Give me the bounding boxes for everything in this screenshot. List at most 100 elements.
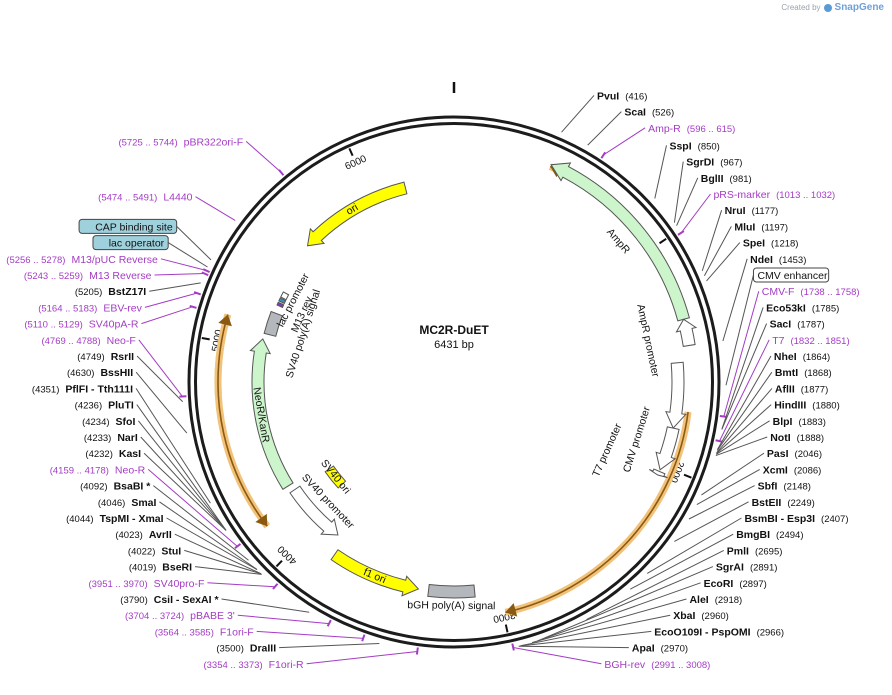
site-name: F1ori-R (269, 659, 304, 671)
site-label-hindiii: HindIII(1880) (774, 400, 840, 412)
leader-line (137, 405, 226, 530)
site-coord: (4630) (67, 368, 94, 379)
site-coord: (596 .. 615) (687, 124, 736, 135)
site-coord: (4236) (75, 401, 102, 412)
site-name: BGH-rev (604, 659, 646, 671)
site-coord: (2960) (701, 611, 728, 622)
site-coord: (2891) (750, 563, 777, 574)
site-coord: (1888) (797, 433, 824, 444)
site-label-noti: NotI (1888) (770, 432, 824, 444)
site-label-bsabi: (4092)BsaBI * (80, 481, 151, 493)
feature-label: bGH poly(A) signal (407, 599, 495, 612)
site-label-m13-puc-reverse: (5256 .. 5278)M13/pUC Reverse (6, 254, 158, 266)
site-coord: (2695) (755, 546, 782, 557)
site-coord: (1868) (804, 368, 831, 379)
site-name: AflII (775, 383, 795, 395)
feature-label: NeoR/KanR (250, 386, 271, 444)
site-coord: (1218) (771, 239, 798, 250)
scale-ticks: 100020003000400050006000 (202, 148, 692, 632)
site-name: KasI (119, 448, 141, 460)
site-name: ApaI (632, 643, 655, 655)
site-label-bstz17i: (5205)BstZ17I (75, 286, 146, 298)
site-coord: (4044) (66, 514, 93, 525)
leader-line (168, 243, 207, 267)
site-name: NdeI (750, 254, 773, 266)
tick-label: 6000 (344, 153, 369, 172)
site-coord: (1453) (779, 255, 806, 266)
site-label-bglii: BglII(981) (701, 173, 752, 185)
site-name: BssHII (100, 367, 133, 379)
leader-line (701, 453, 763, 495)
site-name: SacI (770, 319, 792, 331)
site-label-sfoi: (4234)SfoI (82, 416, 135, 428)
site-name: SspI (669, 140, 691, 152)
site-name: M13/pUC Reverse (71, 254, 158, 266)
site-label-pvui: PvuI(416) (597, 90, 647, 102)
site-coord: (1787) (797, 320, 824, 331)
site-name: BlpI (773, 416, 793, 428)
site-label-bmti: BmtI(1868) (775, 367, 832, 379)
map-center: MC2R-DuET 6431 bp (419, 323, 489, 351)
site-coord: (1877) (801, 384, 828, 395)
site-label-draiii: (3500)DraIII (216, 643, 276, 655)
tick-mark (276, 561, 282, 567)
site-label-bmgbi: BmgBI(2494) (736, 529, 803, 541)
leader-line (177, 226, 211, 259)
site-coord: (2148) (783, 482, 810, 493)
site-label-apai: ApaI (2970) (632, 643, 688, 655)
site-label-sgrai: SgrAI (2891) (716, 562, 777, 574)
outer-strand (189, 117, 719, 647)
site-coord: (2494) (776, 530, 803, 541)
site-label-tspmi-xmai: (4044) TspMI - XmaI (66, 513, 164, 525)
site-name: Eco53kI (766, 302, 806, 314)
site-name: BseRI (162, 562, 192, 574)
primer-site-marker (716, 440, 723, 442)
site-name: StuI (161, 545, 181, 557)
primer-site-marker (601, 152, 605, 158)
site-coord: (2249) (787, 498, 814, 509)
feature-t7-promoter (649, 469, 667, 478)
site-name: AleI (689, 594, 708, 606)
site-label-saci: SacI (1787) (770, 319, 825, 331)
site-coord: (2046) (795, 449, 822, 460)
site-label-pmli: PmlI(2695) (727, 545, 783, 557)
site-label-neo-r: (4159 .. 4178)Neo-R (50, 464, 146, 476)
site-label-pasi: PasI(2046) (767, 448, 822, 460)
site-label-ebv-rev: (5164 .. 5183)EBV-rev (38, 302, 142, 314)
site-coord: (1785) (812, 303, 839, 314)
leader-line (307, 652, 418, 664)
site-coord: (1738 .. 1758) (800, 287, 859, 298)
site-name: Neo-F (107, 335, 136, 347)
site-coord: (4233) (84, 433, 111, 444)
site-name: EcoRI (704, 578, 734, 590)
site-coord: (2970) (661, 644, 688, 655)
site-name: SgrAI (716, 562, 744, 574)
site-label-aflii: AflII (1877) (775, 383, 828, 395)
site-coord: (2966) (757, 627, 784, 638)
site-label-l4440: (5474 .. 5491)L4440 (98, 192, 193, 204)
site-label-bseri: (4019)BseRI (129, 562, 192, 574)
site-name: NotI (770, 432, 790, 444)
site-name: XbaI (673, 610, 695, 622)
site-label-stui: (4022)StuI (128, 545, 181, 557)
leader-line (246, 141, 281, 172)
leader-line (588, 112, 622, 146)
site-name: TspMI - XmaI (100, 513, 164, 525)
snapgene-brand: Created by SnapGene (781, 2, 884, 13)
site-name: F1ori-F (220, 626, 254, 638)
leader-line (718, 356, 771, 449)
tick-mark (684, 475, 691, 478)
site-label-xcmi: XcmI(2086) (763, 464, 822, 476)
site-label-avrii: (4023)AvrII (115, 529, 172, 541)
leader-line (562, 95, 594, 132)
site-coord: (4159 .. 4178) (50, 465, 109, 476)
tick-mark (660, 239, 667, 243)
site-name: SmaI (131, 497, 156, 509)
site-coord: (2991 .. 3008) (651, 660, 710, 671)
site-name: lac operator (109, 238, 165, 250)
leader-line (726, 275, 753, 385)
site-coord: (4023) (115, 530, 142, 541)
site-name: SpeI (743, 238, 765, 250)
site-coord: (2086) (794, 465, 821, 476)
